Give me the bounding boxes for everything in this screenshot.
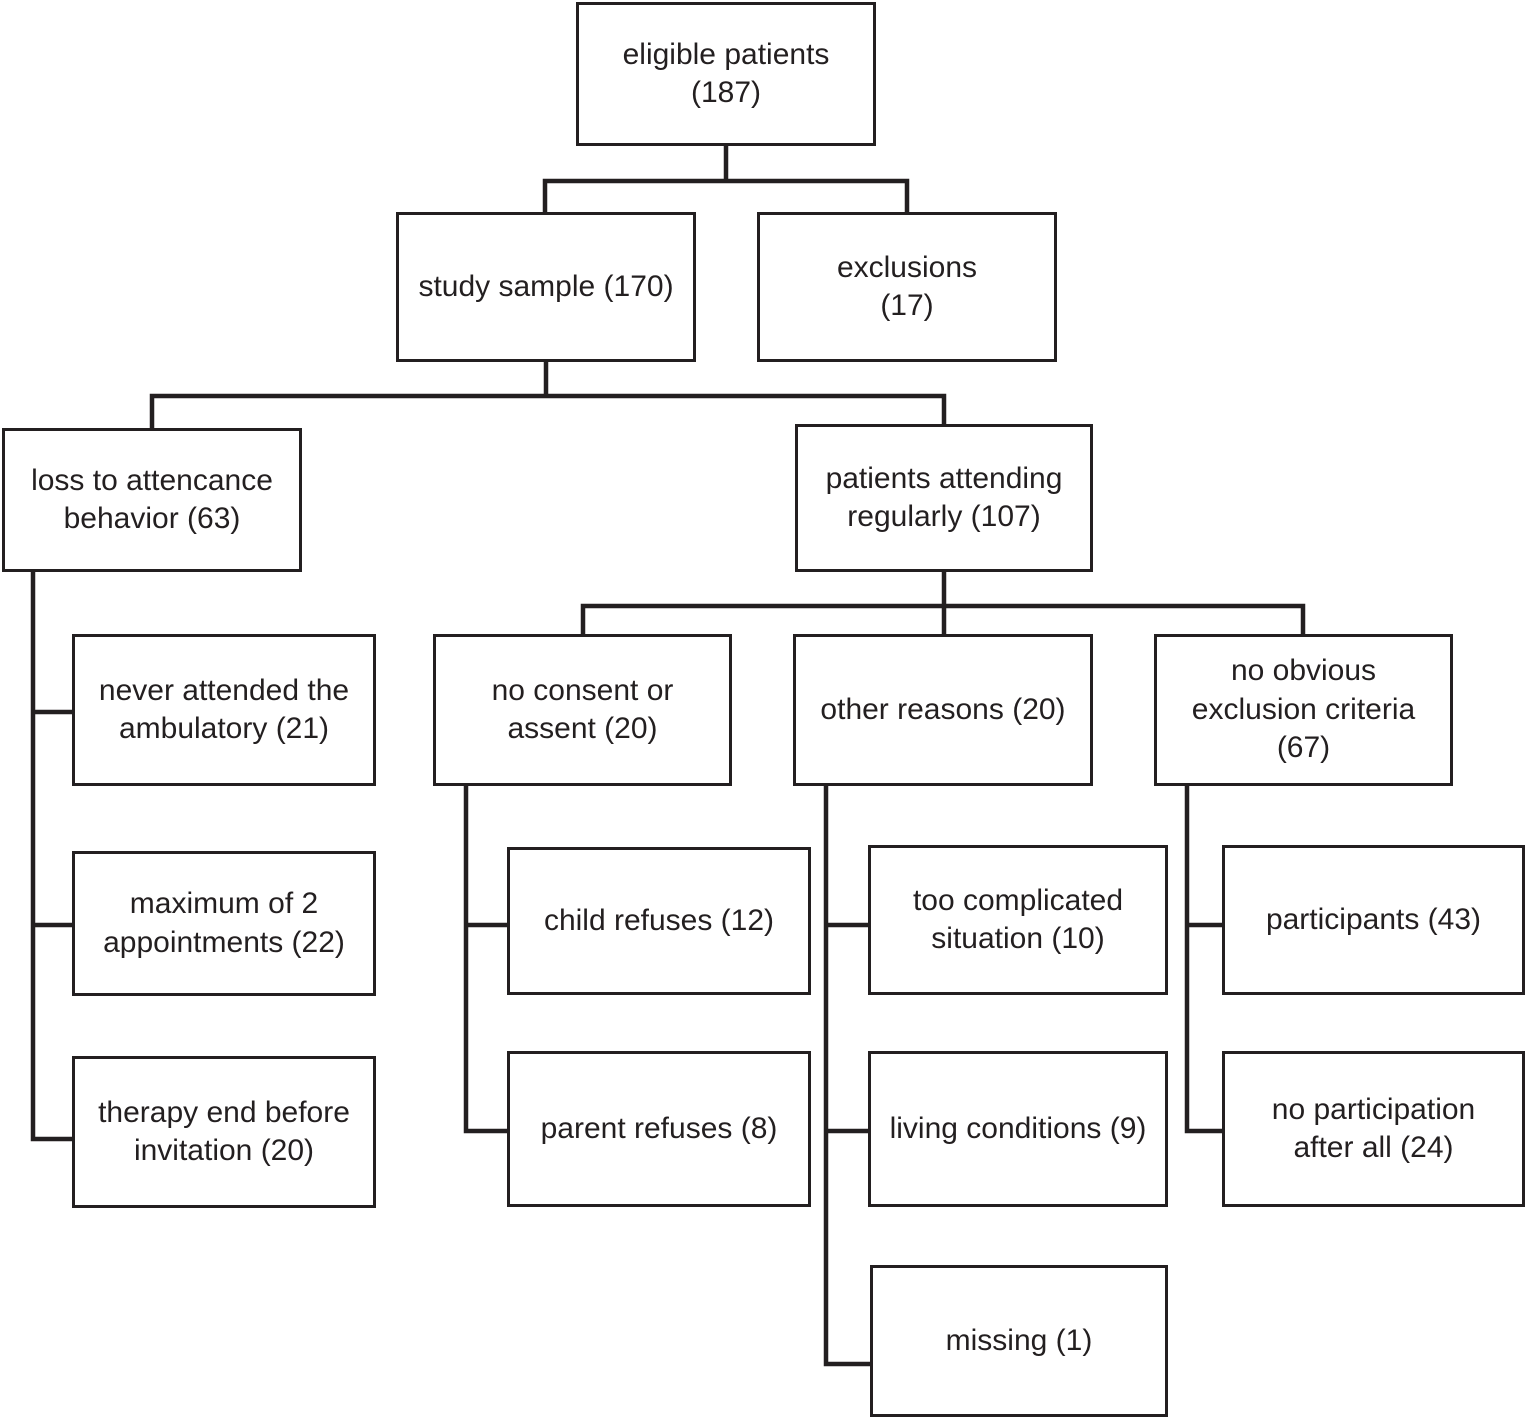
node-never-attended: never attended the ambulatory (21) (72, 634, 376, 786)
connector-path (149, 359, 947, 431)
node-no-obvious-exclusion: no obvious exclusion criteria (67) (1154, 634, 1453, 786)
node-study-sample: study sample (170) (396, 212, 696, 362)
node-label: no consent or assent (20) (491, 673, 674, 745)
node-label: maximum of 2 appointments (22) (103, 887, 345, 959)
node-label: parent refuses (8) (540, 1111, 778, 1145)
node-label: therapy end before invitation (20) (98, 1095, 350, 1167)
node-participants: participants (43) (1222, 845, 1525, 995)
node-label: missing (1) (945, 1323, 1093, 1357)
node-therapy-end-before: therapy end before invitation (20) (72, 1056, 376, 1208)
node-no-consent-or-assent: no consent or assent (20) (433, 634, 732, 786)
node-child-refuses: child refuses (12) (507, 847, 811, 995)
node-label: participants (43) (1265, 902, 1482, 936)
node-too-complicated: too complicated situation (10) (868, 845, 1168, 995)
connector-path (1184, 783, 1225, 1134)
node-missing: missing (1) (870, 1265, 1168, 1417)
node-label: eligible patients (187) (622, 37, 830, 109)
node-label: never attended the ambulatory (21) (98, 673, 350, 745)
node-label: too complicated situation (10) (912, 883, 1124, 955)
node-label: loss to attencance behavior (63) (31, 463, 273, 535)
node-loss-to-attencance: loss to attencance behavior (63) (2, 428, 302, 572)
node-label: exclusions (17) (836, 250, 978, 322)
connector-path (463, 783, 510, 1134)
node-no-participation: no participation after all (24) (1222, 1051, 1525, 1207)
node-other-reasons: other reasons (20) (793, 634, 1093, 786)
node-eligible-patients: eligible patients (187) (576, 2, 876, 146)
node-label: no obvious exclusion criteria (67) (1191, 654, 1416, 765)
node-living-conditions: living conditions (9) (868, 1051, 1168, 1207)
node-maximum-2-appointments: maximum of 2 appointments (22) (72, 851, 376, 996)
connector-path (580, 569, 1306, 637)
connector-path (823, 783, 873, 1367)
node-label: no participation after all (24) (1271, 1092, 1476, 1164)
node-patients-attending: patients attending regularly (107) (795, 424, 1093, 572)
node-label: study sample (170) (418, 269, 674, 303)
node-label: living conditions (9) (889, 1111, 1147, 1145)
node-label: patients attending regularly (107) (825, 461, 1063, 533)
connector-path (542, 143, 910, 215)
node-parent-refuses: parent refuses (8) (507, 1051, 811, 1207)
connector-path (30, 569, 75, 1142)
node-label: child refuses (12) (543, 903, 775, 937)
node-exclusions: exclusions (17) (757, 212, 1057, 362)
node-label: other reasons (20) (820, 692, 1066, 726)
